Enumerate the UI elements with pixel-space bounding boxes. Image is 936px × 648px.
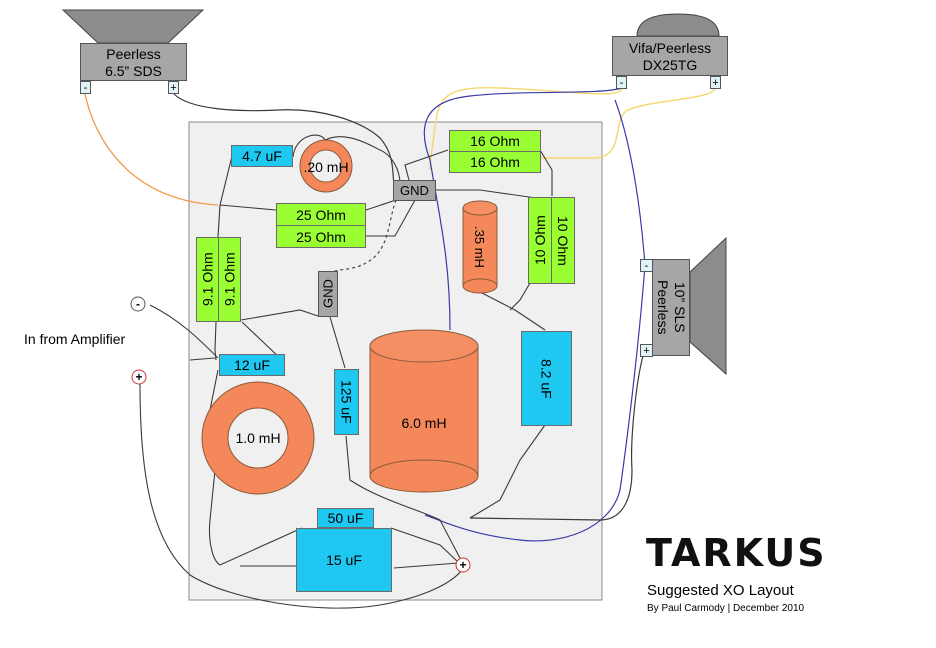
tweeter-plus: + [710,76,721,89]
ground-top: GND [393,180,436,201]
label-1-0mh: 1.0 mH [235,430,280,446]
tweeter-box: Vifa/Peerless DX25TG [612,36,728,76]
tweeter-model: DX25TG [642,57,698,73]
right-woofer-name: Peerless [655,280,671,335]
right-woofer-model: 10” SLS [672,282,688,333]
resistor-25ohm-b: 25 Ohm [276,225,366,248]
input-minus-symbol: - [136,297,140,311]
top-woofer-name: Peerless [106,46,161,62]
inductor-0-35mh [462,200,498,294]
capacitor-4-7uf: 4.7 uF [231,145,293,167]
resistor-25ohm-a: 25 Ohm [276,203,366,226]
footer-subtitle: Suggested XO Layout [647,582,794,599]
internal-wires [139,134,553,609]
input-label: In from Amplifier [24,331,126,347]
resistor-10ohm-a: 10 Ohm [528,197,552,284]
input-plus-symbol: + [135,370,142,384]
capacitor-8-2uf: 8.2 uF [521,331,572,426]
board-plus-terminal [455,557,471,573]
top-woofer-cone [61,9,205,44]
tweeter-name: Vifa/Peerless [628,40,712,56]
label-6-0mh: 6.0 mH [401,415,446,431]
ground-mid: GND [318,271,338,317]
wire-yellow-b [540,87,716,159]
resistor-9-1ohm-a: 9.1 Ohm [196,237,219,322]
inductor-0-20mh-hole [309,149,343,183]
top-woofer-minus: - [80,81,91,94]
capacitor-12uf: 12 uF [219,354,285,376]
input-plus-terminal [131,369,147,385]
right-woofer-plus: + [640,344,653,357]
right-woofer-cone [689,236,727,376]
inductor-6-0mh [369,329,479,493]
resistor-16ohm-a: 16 Ohm [449,130,541,152]
tweeter-minus: - [616,76,627,89]
wire-orange [84,93,219,206]
wire-blue-a [423,87,623,331]
wire-right-plus [469,351,645,521]
top-woofer-box: Peerless 6.5” SDS [80,43,187,81]
top-woofer-model: 6.5” SDS [105,63,162,79]
dashed-ground-wire [329,199,397,273]
footer-title: TARKUS [646,531,827,575]
top-woofer-plus: + [168,81,179,94]
wire-yellow-a [429,87,623,171]
capacitor-125uf: 125 uF [334,369,359,435]
wire-woofer-plus [173,93,395,185]
footer-credit: By Paul Carmody | December 2010 [647,603,805,614]
resistor-9-1ohm-b: 9.1 Ohm [218,237,241,322]
capacitor-15uf: 15 uF [296,528,392,592]
resistor-10ohm-b: 10 Ohm [551,197,575,284]
capacitor-50uf: 50 uF [317,508,374,528]
right-woofer-box: Peerless 10” SLS [652,259,690,356]
input-minus-terminal [130,296,146,312]
label-0-35mh: .35 mH [472,226,487,268]
right-woofer-minus: - [640,259,653,272]
inductor-1-0mh-hole [227,407,289,469]
resistor-16ohm-b: 16 Ohm [449,151,541,173]
tweeter-dome [636,13,720,37]
label-0-20mh: .20 mH [303,159,348,175]
wire-blue-b [424,99,646,542]
board-plus-symbol: + [459,558,466,572]
